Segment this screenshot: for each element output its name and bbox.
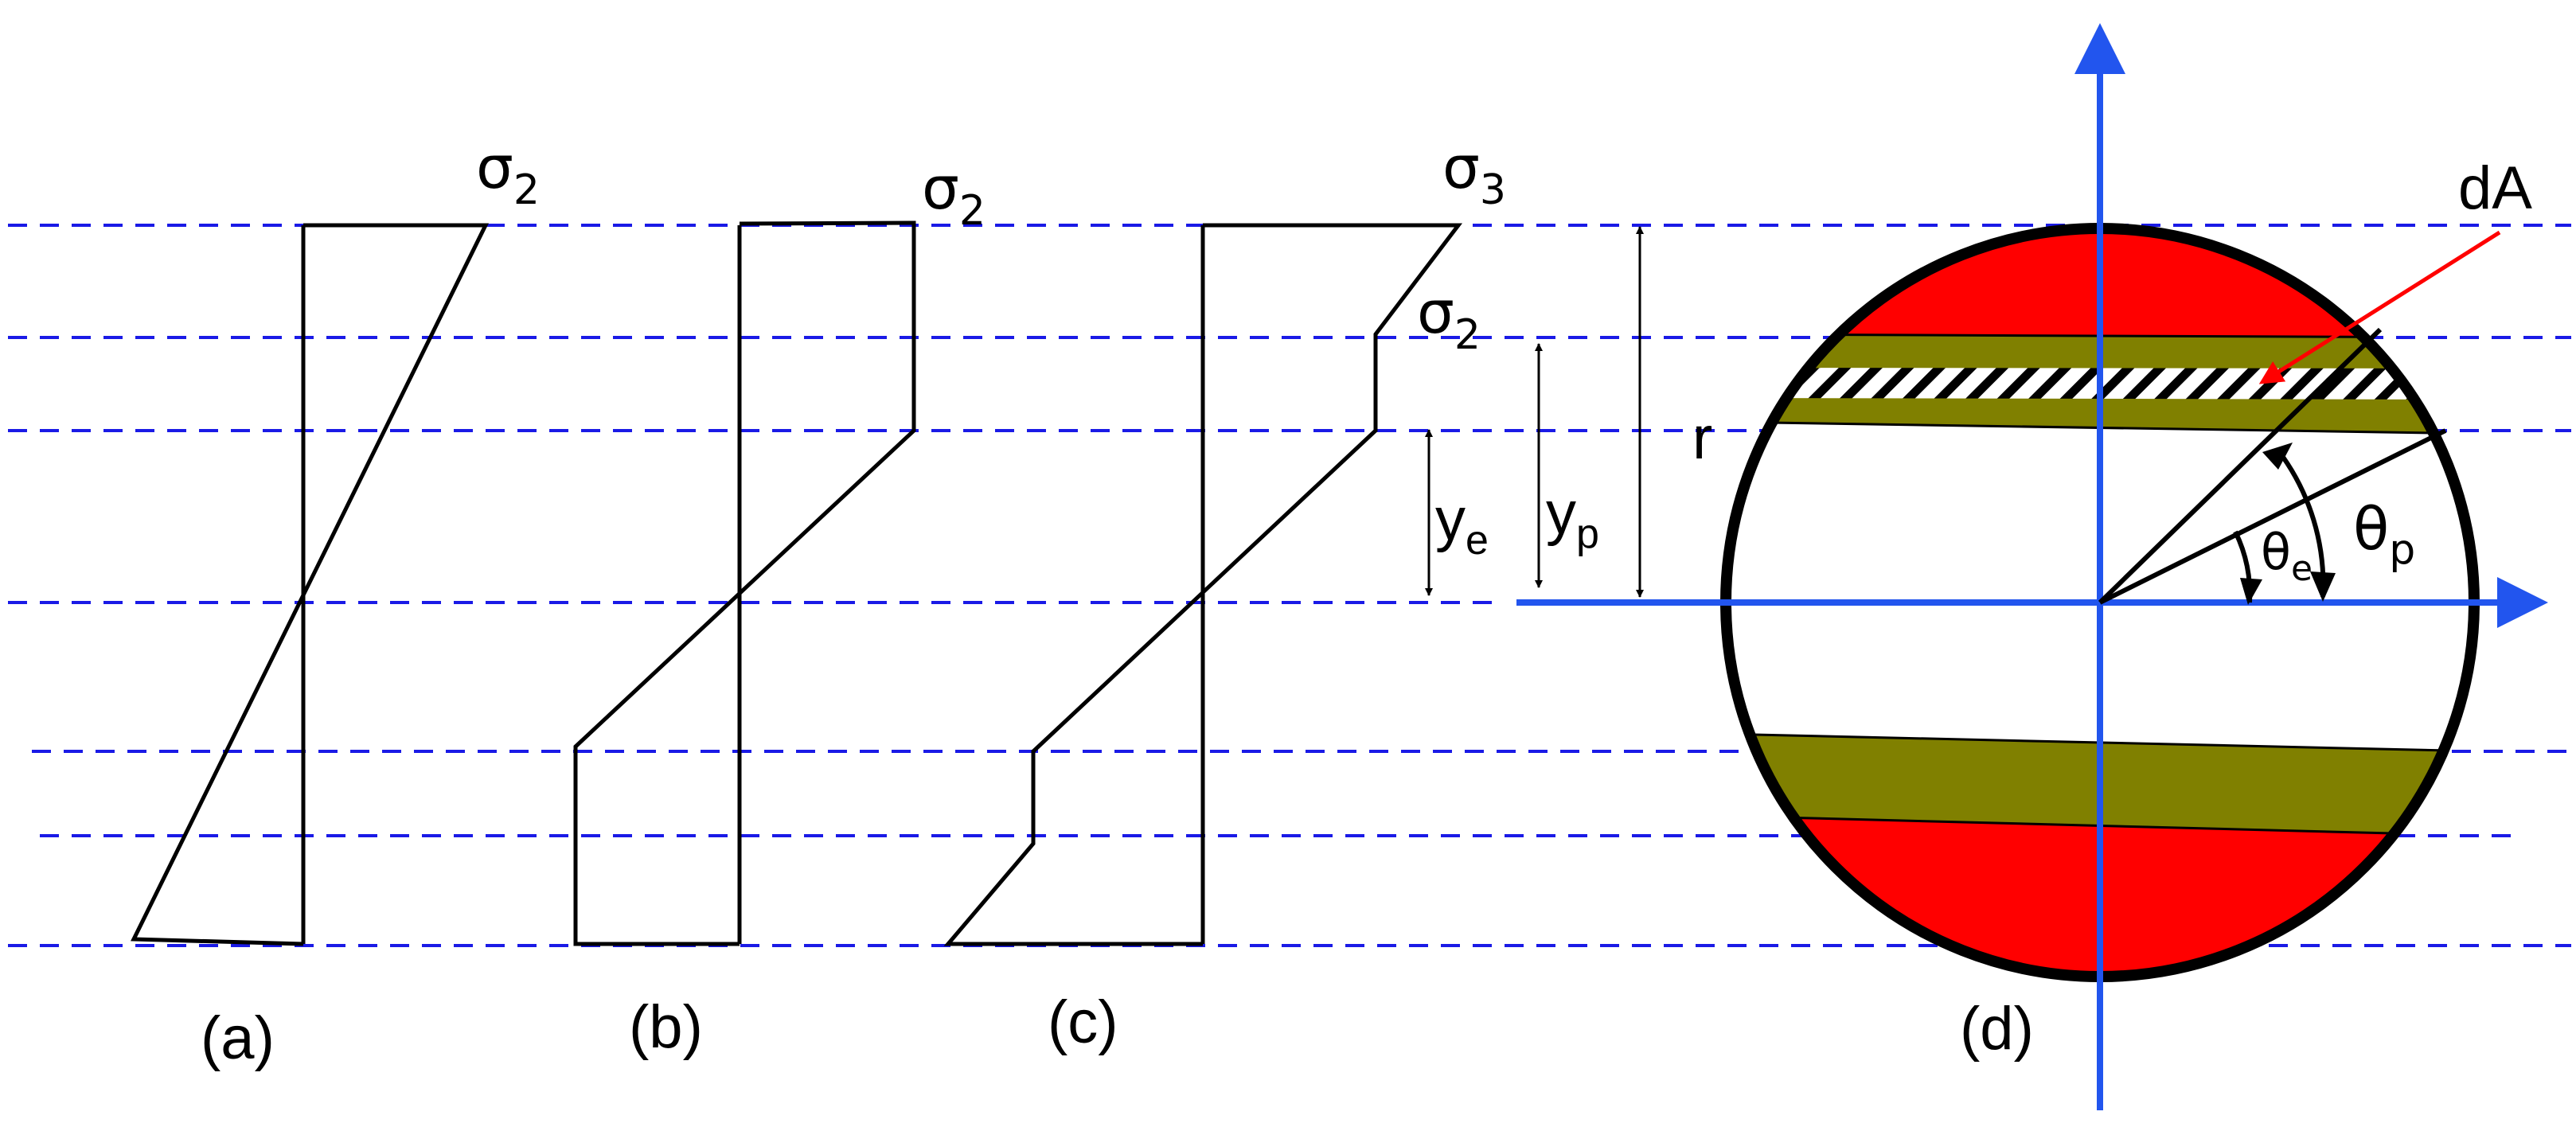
panel-c-sigma-3: σ3 — [1442, 134, 1506, 214]
r-label: r — [1692, 404, 1712, 472]
panel-c-sigma-2: σ2 — [1417, 279, 1481, 359]
panel-b-profile — [573, 220, 916, 946]
panel-c-stress-line — [943, 223, 1463, 946]
panel-a-stress-line — [131, 223, 490, 946]
dA-arrow — [2258, 230, 2501, 384]
panel-c-label: (c) — [1048, 989, 1118, 1056]
theta-e-label: θe — [2261, 523, 2313, 589]
theta-p-label: θp — [2353, 495, 2415, 574]
axes — [1516, 23, 2548, 1110]
theta-p-arrowhead-end — [2310, 571, 2336, 602]
panel-b-stress-line — [573, 220, 916, 946]
panel-c-profile — [943, 223, 1463, 946]
theta-p-arrowhead — [2262, 443, 2293, 470]
panel-b-sigma: σ2 — [922, 154, 986, 235]
yp-label: yp — [1546, 479, 1599, 557]
panel-a-sigma: σ2 — [476, 134, 540, 214]
panel-a-label: (a) — [201, 1004, 275, 1072]
angle-construction — [2098, 327, 2447, 605]
ye-label: ye — [1435, 486, 1489, 564]
panel-b-label: (b) — [629, 993, 703, 1061]
panel-a-profile — [131, 223, 490, 946]
radius-theta-e — [2098, 428, 2447, 605]
dA-label: dA — [2458, 154, 2532, 222]
panel-d-label: (d) — [1960, 995, 2034, 1063]
theta-e-arrowhead — [2240, 578, 2262, 605]
radius-theta-p — [2098, 327, 2383, 605]
